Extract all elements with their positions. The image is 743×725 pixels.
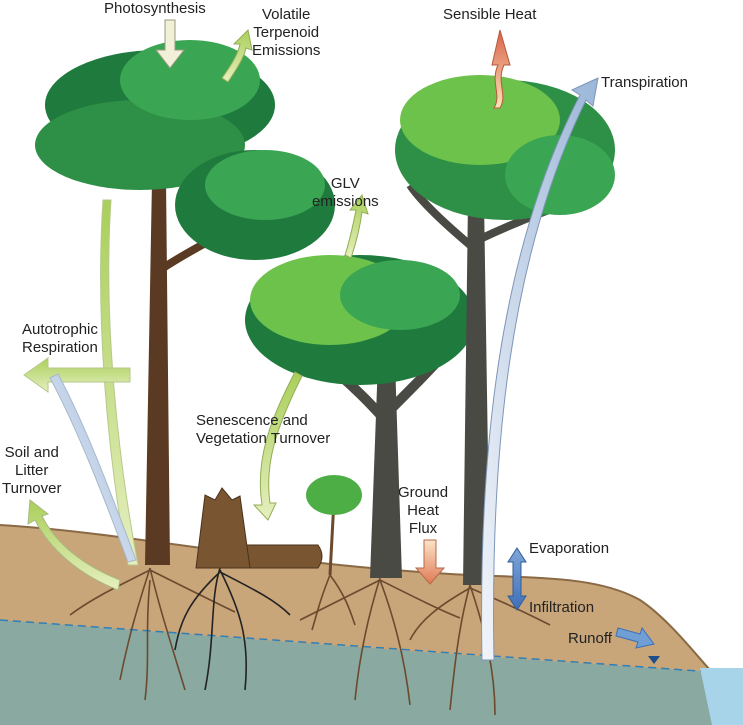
middle-tree-trunk [370, 360, 402, 578]
groundwater-zone [0, 620, 712, 725]
evaporation-label: Evaporation [529, 540, 610, 557]
infiltration-label: Infiltration [529, 599, 595, 616]
transpiration-arrow [481, 77, 599, 661]
soil-litter-arrow [27, 499, 121, 591]
terpenoid-arrow [221, 28, 253, 83]
water-table-marker [648, 656, 660, 664]
tree-stump [195, 487, 251, 569]
right-tree-canopy [395, 75, 615, 220]
runoff-arrow [615, 626, 655, 649]
runoff-label: Runoff [568, 630, 612, 647]
autotrophic-respiration-label: Autotrophic Respiration [22, 321, 98, 356]
evaporation-arrow [507, 547, 527, 611]
sensible-heat-arrow [491, 29, 511, 109]
ground-heat-flux-label: Ground Heat Flux [398, 484, 449, 537]
senescence-arrow [252, 371, 303, 521]
autotrophic-arrow-curve [49, 373, 137, 563]
water-table-line [0, 619, 713, 673]
surface-water [700, 668, 743, 725]
glv-arrow [344, 193, 369, 259]
glv-emissions-label: GLV emissions [312, 175, 379, 210]
soil-litter-label: Soil and Litter Turnover [2, 444, 62, 497]
sensible-heat-label: Sensible Heat [443, 6, 537, 23]
volatile-terpenoid-label: Volatile Terpenoid Emissions [252, 6, 321, 59]
left-tree-canopy [35, 40, 335, 260]
senescence-label: Senescence and Vegetation Turnover [196, 412, 331, 447]
photosynthesis-label: Photosynthesis [104, 0, 206, 17]
transpiration-label: Transpiration [601, 74, 688, 91]
autotrophic-arrow-left [23, 357, 131, 393]
right-tree-trunk [463, 200, 490, 585]
photosynthesis-arrow [154, 19, 186, 69]
fallen-log [229, 544, 323, 569]
ground-heat-arrow [414, 539, 446, 585]
middle-tree-canopy [245, 255, 475, 385]
left-tree-trunk [145, 180, 170, 565]
